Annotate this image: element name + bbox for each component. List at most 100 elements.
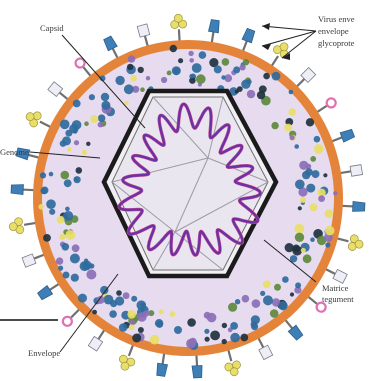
tegument-particle (243, 59, 249, 65)
tegument-particle (178, 58, 183, 63)
tegument-particle (260, 291, 265, 296)
tegument-particle (170, 45, 177, 52)
tegument-particle (318, 195, 325, 202)
tegument-particle (131, 75, 137, 81)
spike-head (192, 365, 203, 378)
tegument-particle (73, 100, 81, 108)
tegument-particle (295, 180, 305, 190)
tegument-particle (207, 313, 217, 323)
tegument-particle (92, 310, 97, 315)
tegument-particle (131, 296, 137, 302)
tegument-particle (288, 108, 296, 116)
tegument-particle (74, 176, 81, 183)
tegument-particle (109, 310, 117, 318)
tegument-particle (305, 168, 313, 176)
spike-head (333, 269, 347, 283)
tegument-particle (230, 333, 240, 343)
tegument-particle (127, 310, 136, 319)
tegument-particle (61, 171, 70, 180)
tegument-particle (73, 129, 78, 134)
tegument-particle (98, 122, 104, 128)
tegument-particle (284, 124, 292, 132)
tegument-particle (290, 292, 294, 296)
spikes-label-line-2: envelope (318, 26, 349, 36)
tegument-particle (282, 276, 289, 283)
tegument-particle (66, 230, 76, 240)
tegument-particle (187, 318, 196, 327)
spike-head (174, 14, 182, 22)
tegument-particle (257, 91, 265, 99)
tegument-particle (333, 191, 337, 195)
tegument-particle (84, 121, 89, 126)
tegument-particle (290, 135, 295, 140)
tegument-particle (167, 71, 172, 76)
tegument-particle (67, 147, 71, 151)
tegument-particle (325, 209, 334, 218)
tegument-particle (124, 84, 134, 94)
matrix-label-line-2: tegument (322, 294, 354, 304)
tegument-particle (146, 76, 150, 80)
spike-head (137, 24, 150, 37)
tegument-particle (43, 234, 51, 242)
tegument-particle (310, 156, 316, 162)
spike-leader-1 (262, 26, 316, 31)
tegument-particle (82, 150, 87, 155)
tegument-particle (298, 206, 302, 210)
tegument-particle (240, 334, 248, 342)
tegument-particle (252, 299, 261, 308)
tegument-particle (310, 203, 318, 211)
tegument-particle (104, 295, 114, 305)
tegument-particle (123, 292, 130, 299)
tegument-particle (301, 248, 306, 253)
tegument-particle (272, 72, 281, 81)
tegument-particle (60, 120, 70, 130)
tegument-particle (222, 323, 227, 328)
tegument-particle (247, 79, 252, 84)
tegument-particle (98, 114, 106, 122)
spike-head (340, 128, 355, 142)
tegument-particle (240, 64, 246, 70)
tegument-particle (49, 172, 54, 177)
tegument-particle (170, 311, 176, 317)
spike-head (22, 254, 36, 267)
tegument-particle (115, 76, 124, 85)
tegument-particle (285, 243, 294, 252)
tegument-particle (294, 144, 299, 149)
tegument-particle (65, 207, 70, 212)
tegument-particle (263, 73, 270, 80)
tegument-particle (115, 296, 124, 305)
tegument-particle (189, 58, 194, 63)
tegument-particle (325, 226, 335, 236)
tegument-particle (173, 68, 180, 75)
tegument-particle (242, 295, 250, 303)
tegument-particle (49, 209, 55, 215)
tegument-particle (295, 282, 301, 288)
matrix-label-line-1: Matrice (322, 283, 349, 293)
envelope-label: Envelope (28, 348, 60, 358)
tegument-particle (222, 58, 230, 66)
tegument-particle (299, 161, 308, 170)
tegument-particle (279, 301, 288, 310)
spike-head (353, 201, 365, 212)
tegument-particle (289, 90, 294, 95)
tegument-particle (62, 243, 70, 251)
tegument-particle (156, 321, 163, 328)
tegument-particle (129, 324, 135, 330)
tegument-particle (196, 74, 206, 84)
tegument-particle (189, 338, 197, 346)
spike-leader-2 (262, 31, 316, 46)
capsid-label: Capsid (40, 23, 64, 33)
matrix-label: Matrice tegument (322, 283, 354, 304)
tegument-particle (228, 303, 237, 312)
tegument-particle (64, 179, 72, 187)
spikes-label: Virus enve envelope glycoprote (318, 14, 357, 48)
tegument-particle (65, 130, 72, 137)
tegument-particle (221, 75, 225, 79)
tegument-particle (204, 329, 209, 334)
tegument-particle (303, 254, 312, 263)
spike-head (242, 28, 256, 43)
spikes-label-line-1: Virus enve (318, 14, 355, 24)
tegument-particle (159, 309, 164, 314)
spike-head (325, 97, 337, 109)
